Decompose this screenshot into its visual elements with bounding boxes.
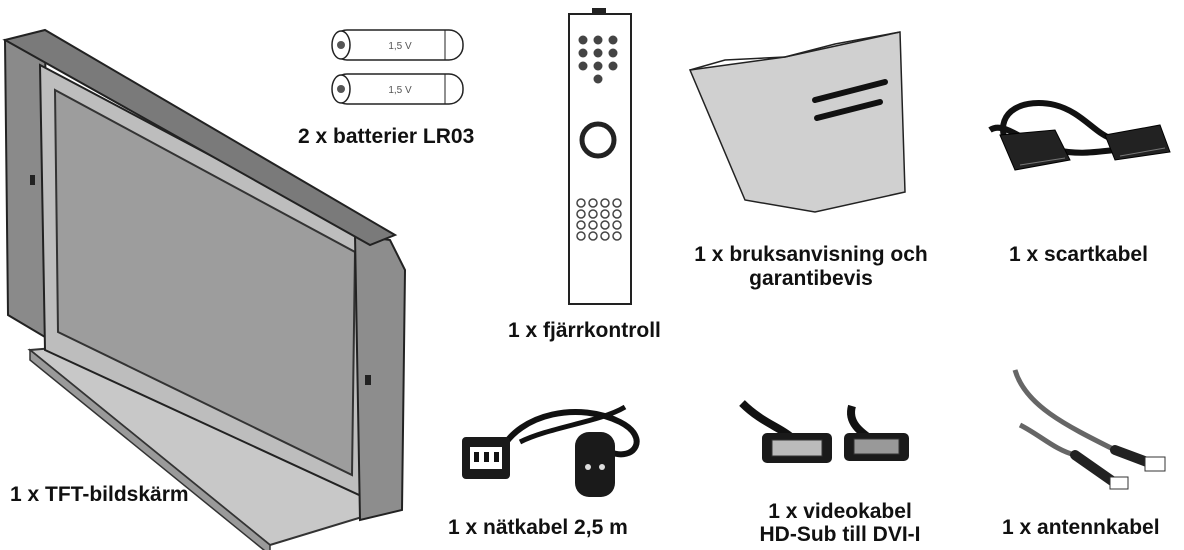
vga-dvi-cable-icon: [739, 400, 909, 463]
battery-voltage-2: 1,5 V: [388, 85, 412, 96]
tv-label: 1 x TFT-bildskärm: [10, 483, 189, 506]
power-label: 1 x nätkabel 2,5 m: [448, 516, 628, 539]
scart-label: 1 x scartkabel: [1009, 243, 1148, 266]
batteries-label: 2 x batterier LR03: [298, 125, 475, 148]
power-cable-icon: [462, 404, 640, 497]
manual-label-line2: garantibevis: [749, 267, 873, 290]
battery-icon: 1,5 V 1,5 V: [331, 29, 464, 105]
manual-label-line1: 1 x bruksanvisning och: [694, 243, 928, 266]
battery-voltage-1: 1,5 V: [388, 41, 412, 52]
remote-label: 1 x fjärrkontroll: [508, 319, 661, 342]
antenna-cable-icon: [1012, 369, 1166, 490]
remote-control-icon: [568, 8, 632, 305]
tft-monitor-icon: [2, 28, 407, 550]
scart-cable-icon: [988, 100, 1171, 171]
video-label-line1: 1 x videokabel: [768, 500, 912, 523]
antenna-label: 1 x antennkabel: [1002, 516, 1160, 539]
manual-booklet-icon: [688, 31, 906, 213]
video-label-line2: HD-Sub till DVI-I: [759, 523, 921, 546]
